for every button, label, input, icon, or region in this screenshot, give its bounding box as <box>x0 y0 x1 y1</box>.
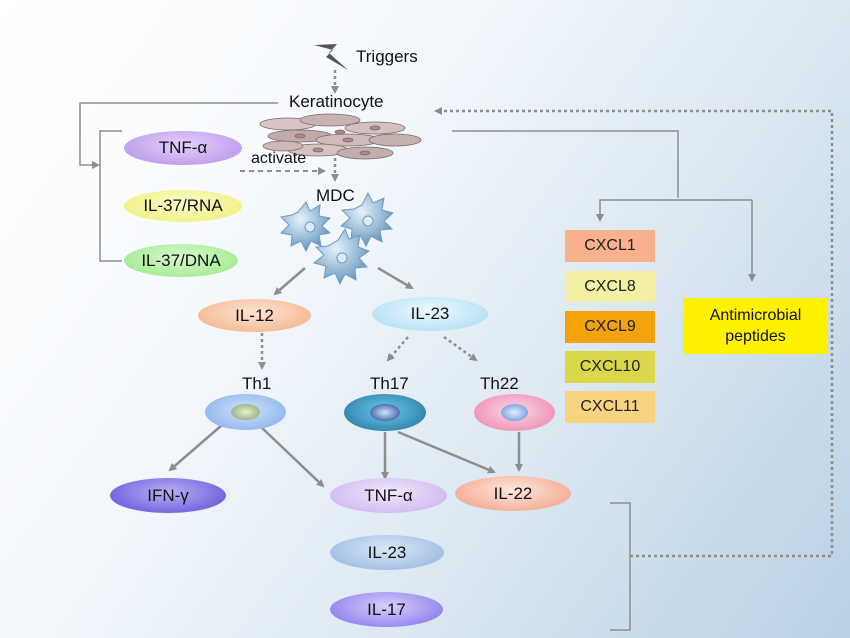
il23-to-th17-arrow <box>386 336 409 362</box>
il17-pill: IL-17 <box>330 592 443 627</box>
left-feedback-line <box>79 102 278 169</box>
activate-label: activate <box>251 150 307 167</box>
cxcl8-box: CXCL8 <box>565 271 655 302</box>
mdc-to-il12-arrow <box>273 267 306 296</box>
il23-output-pill: IL-23 <box>330 535 444 570</box>
mdc-to-il23-arrow <box>377 266 414 290</box>
left-cytokine-bracket <box>99 130 122 262</box>
il12-pill: IL-12 <box>198 299 311 332</box>
th17-label: Th17 <box>370 374 409 393</box>
keratinocyte-to-products-line <box>452 130 679 198</box>
keratinocyte-label: Keratinocyte <box>289 92 384 111</box>
il23-to-th22-arrow <box>443 335 478 362</box>
output-bracket <box>610 502 631 631</box>
antimicrobial-peptides-box: Antimicrobial peptides <box>683 298 828 354</box>
mdc-label: MDC <box>316 186 355 205</box>
th1-nucleus-icon <box>231 404 260 420</box>
cxcl10-box: CXCL10 <box>565 351 655 383</box>
cxcl11-box: CXCL11 <box>565 391 655 423</box>
th1-label: Th1 <box>242 374 272 393</box>
th17-nucleus-icon <box>370 404 400 421</box>
th1-to-tnf-arrow <box>259 425 325 488</box>
il37-rna-pill: IL-37/RNA <box>124 190 242 222</box>
th1-to-ifn-arrow <box>168 424 223 472</box>
tnf-alpha-output-pill: TNF-α <box>330 478 447 513</box>
il23-pill: IL-23 <box>372 297 488 331</box>
tnf-alpha-left-pill: TNF-α <box>124 131 242 165</box>
th17-to-il22-arrow <box>397 430 496 474</box>
keratinocyte-cells-icon <box>259 113 422 160</box>
cxcl1-box: CXCL1 <box>565 230 655 262</box>
il22-pill: IL-22 <box>455 476 571 511</box>
mdc-cells-icon <box>279 191 395 286</box>
triggers-label: Triggers <box>356 47 418 66</box>
th1-cell-icon <box>205 394 286 430</box>
lightning-icon <box>314 44 348 70</box>
th22-cell-icon <box>474 394 555 431</box>
il37-dna-pill: IL-37/DNA <box>124 244 238 277</box>
th22-nucleus-icon <box>501 404 528 421</box>
chemokine-branch-line <box>596 199 752 222</box>
th17-cell-icon <box>344 394 426 431</box>
ifn-gamma-pill: IFN-γ <box>110 478 226 513</box>
cxcl9-box: CXCL9 <box>565 311 655 343</box>
th22-label: Th22 <box>480 374 519 393</box>
